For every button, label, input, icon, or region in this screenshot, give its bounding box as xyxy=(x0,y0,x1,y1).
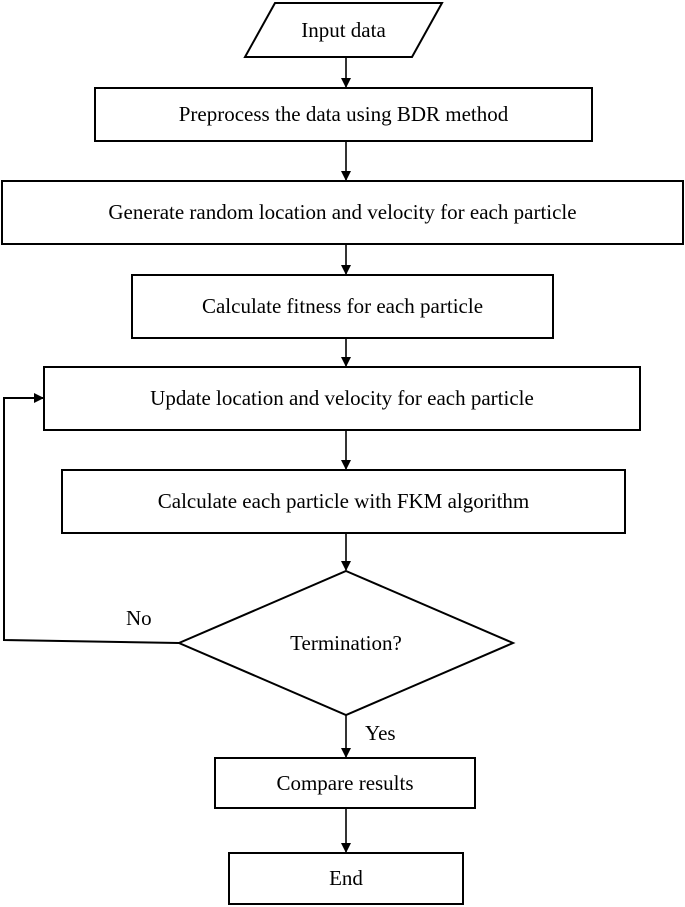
compare-box xyxy=(214,757,476,809)
end-box xyxy=(228,852,464,905)
no-edge-label: No xyxy=(126,606,152,630)
input-parallelogram xyxy=(243,2,444,58)
fitness-label: Calculate fitness for each particle xyxy=(201,294,484,318)
compare-label: Compare results xyxy=(276,770,414,795)
end-label: End xyxy=(329,866,363,890)
yes-edge-label: Yes xyxy=(365,721,396,745)
preprocess-label: Preprocess the data using BDR method xyxy=(178,102,509,126)
fkm-box xyxy=(61,469,626,534)
generate-label: Generate random location and velocity fo… xyxy=(108,200,577,224)
preprocess-box xyxy=(94,87,593,142)
update-box xyxy=(43,366,641,431)
update-label: Update location and velocity for each pa… xyxy=(150,386,534,410)
fkm-label: Calculate each particle with FKM algorit… xyxy=(157,489,530,513)
fitness-box xyxy=(131,274,554,339)
generate-box xyxy=(1,180,684,245)
input-data-label: Input data xyxy=(301,17,386,42)
termination-label: Termination? xyxy=(290,630,402,655)
arrow-no-loop-to-update xyxy=(3,393,180,644)
